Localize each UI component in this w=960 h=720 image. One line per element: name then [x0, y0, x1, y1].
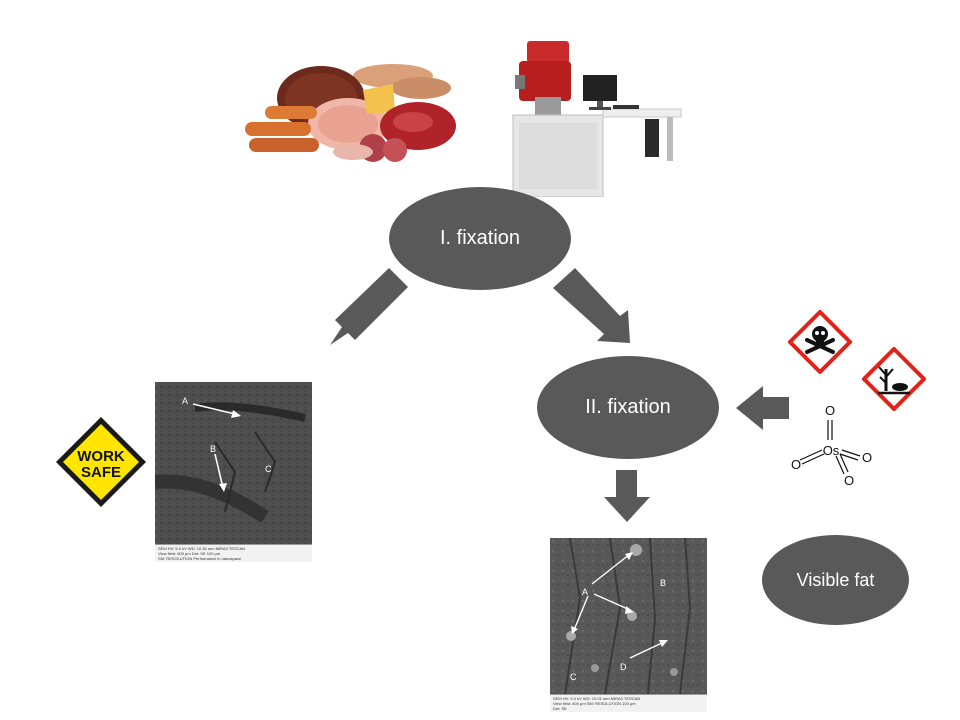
- fixation-2-node: II. fixation: [537, 356, 719, 459]
- micrograph-2-wd: WD: 10.01 mm: [582, 696, 610, 701]
- micrograph-2-label-b: B: [660, 578, 666, 588]
- micrograph-1-hv: SEM HV: 5.0 kV: [158, 546, 187, 551]
- micrograph-1-mode: SM: RESOLUTION: [158, 556, 193, 561]
- micrograph-1-footer: SEM HV: 5.0 kV WD: 10.30 mm MIRA3 TESCAN…: [155, 544, 312, 562]
- osmium-tetroxide-structure: O Os O O O: [791, 403, 872, 488]
- sem-microscope-image: [512, 41, 682, 197]
- micrograph-1-viewfield: View field: 600 μm: [158, 551, 191, 556]
- arrow-to-micrograph-2: [604, 470, 650, 522]
- arrow-to-micrograph-1: [330, 268, 408, 345]
- micrograph-2-viewfield: View field: 600 μm: [553, 701, 586, 706]
- arrow-from-osmium: [736, 386, 789, 430]
- sem-micrograph-1: A B C SEM HV: 5.0 kV WD: 10.30 mm MIRA3 …: [155, 382, 312, 562]
- micrograph-2-mode: SM: RESOLUTION: [586, 701, 622, 706]
- oxygen-bottom: O: [844, 473, 854, 488]
- micrograph-2-texture: A B C D: [550, 538, 707, 695]
- micrograph-1-label-c: C: [265, 464, 272, 474]
- oxygen-right: O: [862, 450, 872, 465]
- micrograph-2-det: Det: SE: [553, 706, 567, 711]
- work-safe-sign-icon: WORK SAFE: [56, 417, 146, 507]
- micrograph-1-wd: WD: 10.30 mm: [187, 546, 215, 551]
- micrograph-1-label-b: B: [210, 444, 216, 454]
- micrograph-2-label-a: A: [582, 587, 588, 597]
- toxic-hazard-icon: [788, 310, 852, 374]
- work-safe-line-2: SAFE: [81, 464, 121, 481]
- micrograph-2-label-d: D: [620, 662, 627, 672]
- visible-fat-node: Visible fat: [762, 535, 909, 625]
- osmium-center: Os: [823, 443, 840, 458]
- sem-micrograph-2: A B C D SEM HV: 5.0 kV WD: 10.01 mm MIRA…: [550, 538, 707, 712]
- fixation-1-node: I. fixation: [389, 187, 571, 290]
- micrograph-2-footer: SEM HV: 5.0 kV WD: 10.01 mm MIRA3 TESCAN…: [550, 694, 707, 712]
- micrograph-2-scale: 100 μm: [622, 701, 636, 706]
- work-safe-line-1: WORK: [77, 448, 125, 465]
- micrograph-1-scale: 100 μm: [206, 551, 221, 556]
- oxygen-top: O: [825, 403, 835, 418]
- arrow-to-fixation-2: [553, 268, 630, 343]
- micrograph-2-label-c: C: [570, 672, 577, 682]
- micrograph-1-slogan: Performance in nanospace: [193, 556, 242, 561]
- micrograph-1-label-a: A: [182, 396, 188, 406]
- micrograph-2-hv: SEM HV: 5.0 kV: [553, 696, 582, 701]
- micrograph-1-det: Det: SE: [191, 551, 206, 556]
- environmental-hazard-icon: [862, 347, 926, 411]
- meat-products-image: [245, 64, 456, 162]
- micrograph-1-texture: A B C: [155, 382, 312, 544]
- micrograph-2-brand: MIRA3 TESCAN: [610, 696, 641, 701]
- oxygen-left: O: [791, 457, 801, 472]
- micrograph-1-brand: MIRA3 TESCAN: [215, 546, 246, 551]
